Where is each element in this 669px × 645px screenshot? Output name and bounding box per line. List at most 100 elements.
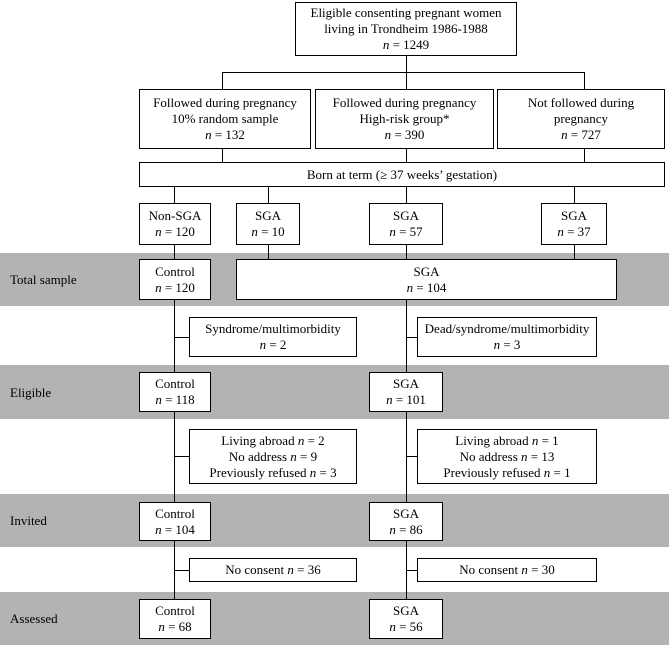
box-text: 10% random sample	[171, 111, 279, 126]
connector	[268, 187, 269, 204]
box-text: High-risk group*	[359, 111, 450, 126]
n-symbol: n	[521, 562, 528, 577]
connector	[584, 72, 585, 89]
n-symbol: n	[493, 337, 501, 352]
box-text: Control	[155, 263, 195, 279]
connector	[406, 72, 407, 89]
n-symbol: n	[205, 127, 212, 142]
box-text: = 120	[161, 279, 195, 295]
box-line: SGA	[393, 506, 419, 522]
box-line: n = 1249	[383, 37, 429, 53]
box-text: SGA	[392, 603, 419, 618]
box-text: Control	[155, 376, 195, 391]
box-text: SGA	[392, 505, 419, 521]
box-text: = 9	[296, 448, 318, 464]
box-text: No address	[459, 448, 522, 464]
box-line: SGA	[413, 264, 439, 280]
box-line: Dead/syndrome/multimorbidity	[425, 321, 590, 337]
box-text: Previously refused	[209, 464, 310, 480]
box-text: = 104	[413, 279, 447, 295]
box-text: SGA	[413, 263, 440, 279]
connector	[406, 55, 407, 72]
box-text: = 13	[527, 448, 555, 464]
box-line: Not followed during	[528, 95, 634, 111]
box-line: n = 104	[407, 280, 447, 296]
box-line: n = 120	[155, 280, 195, 296]
box-line: n = 390	[385, 127, 425, 143]
stage-label-eligible: Eligible	[10, 385, 52, 400]
stage-label-total: Total sample	[10, 272, 77, 287]
n-symbol: n	[557, 224, 564, 239]
box-line: Born at term (≥ 37 weeks’ gestation)	[307, 167, 497, 183]
box-text: = 727	[567, 127, 601, 142]
box-line: n = 727	[561, 127, 601, 143]
box-line: SGA	[255, 208, 281, 224]
box-text: = 68	[164, 619, 192, 634]
box-line: Syndrome/multimorbidity	[205, 321, 341, 337]
connector	[174, 300, 175, 372]
box-text: No consent	[459, 562, 522, 577]
n-symbol: n	[531, 432, 539, 448]
box-text: Not followed during	[527, 95, 635, 110]
connector	[222, 148, 223, 163]
box-line: Eligible consenting pregnant women	[311, 5, 502, 21]
n-symbol: n	[406, 279, 414, 295]
box-text: living in Trondheim 1986-1988	[324, 21, 488, 36]
box-line: 10% random sample	[172, 111, 279, 127]
box-line: Followed during pregnancy	[333, 95, 477, 111]
box-text: SGA	[560, 208, 587, 223]
box-text: Dead/syndrome/multimorbidity	[424, 321, 590, 336]
box-text: SGA	[392, 208, 419, 223]
n-symbol: n	[389, 224, 396, 239]
connector	[406, 337, 417, 338]
n-symbol: n	[155, 521, 162, 537]
box-line: pregnancy	[554, 111, 608, 127]
box-line: living in Trondheim 1986-1988	[324, 21, 488, 37]
box-line: n = 118	[155, 392, 194, 408]
box-no-consent-control: No consent n = 36	[189, 558, 357, 582]
box-line: Living abroad n = 1	[455, 433, 558, 449]
connector	[174, 245, 175, 260]
box-text: = 101	[392, 392, 426, 407]
box-line: n = 101	[386, 392, 426, 408]
n-symbol: n	[384, 127, 392, 142]
box-text: = 56	[395, 619, 423, 634]
connector	[222, 72, 584, 73]
box-text: = 120	[161, 224, 195, 239]
n-symbol: n	[389, 619, 396, 634]
box-text: Previously refused	[443, 464, 544, 480]
box-text: = 57	[395, 224, 423, 239]
box-text: Eligible consenting pregnant women	[310, 5, 502, 20]
band-eligible	[0, 365, 669, 419]
box-text: Living abroad	[455, 432, 532, 448]
box-text: Control	[155, 603, 195, 618]
box-line: SGA	[393, 376, 419, 392]
box-line: No consent n = 36	[225, 562, 320, 578]
box-text: Syndrome/multimorbidity	[205, 321, 341, 336]
connector	[174, 412, 175, 502]
band-invited	[0, 494, 669, 547]
box-text: No address	[228, 448, 291, 464]
connector	[174, 456, 189, 457]
connector	[406, 187, 407, 204]
box-line: Previously refused n = 3	[209, 465, 336, 481]
box-text: Living abroad	[221, 432, 298, 448]
box-text: = 132	[211, 127, 245, 142]
box-line: Living abroad n = 2	[221, 433, 324, 449]
box-line: n = 68	[158, 619, 191, 635]
connector	[174, 187, 175, 204]
box-text: Born at term (≥ 37 weeks’ gestation)	[306, 166, 498, 182]
n-symbol: n	[309, 464, 317, 480]
box-line: n = 56	[389, 619, 422, 635]
box-text: = 1	[538, 432, 559, 448]
n-symbol: n	[297, 432, 305, 448]
box-text: = 118	[161, 392, 195, 407]
n-symbol: n	[389, 521, 396, 537]
box-line: SGA	[393, 603, 419, 619]
